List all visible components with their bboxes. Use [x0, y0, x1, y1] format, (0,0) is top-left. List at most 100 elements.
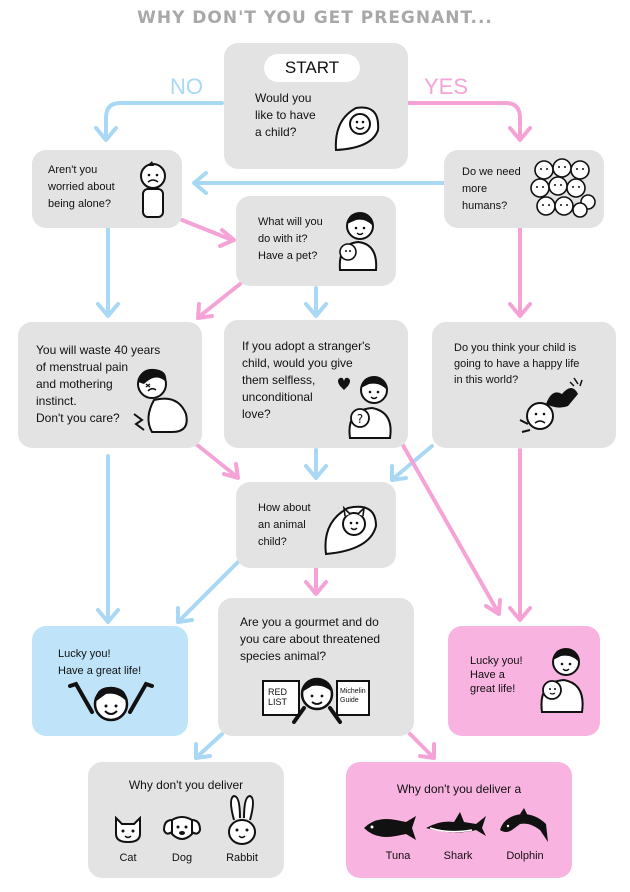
- yes-label: YES: [424, 74, 469, 99]
- happy-life-box: [432, 322, 616, 448]
- tuna-label: Tuna: [385, 850, 411, 862]
- arrowhead-pet-adopt: [304, 302, 328, 318]
- animal-child-question: How about an animal child?: [258, 500, 311, 551]
- mother-with-adopted-child-icon: ?: [338, 376, 392, 439]
- svg-text:?: ?: [357, 412, 363, 426]
- shark-icon: [426, 812, 486, 836]
- lonely-person-icon: [140, 161, 166, 218]
- start-question: Would you like to have a child?: [255, 90, 316, 141]
- rabbit-label: Rabbit: [226, 852, 258, 864]
- woman-in-pain-icon: [133, 368, 188, 433]
- arrow-alone-pet: [180, 218, 234, 242]
- happy-line: going to have a happy life: [454, 358, 580, 370]
- start-line: a child?: [255, 125, 297, 139]
- red-list-sign-line: LIST: [268, 697, 288, 707]
- humans-line: humans?: [462, 200, 508, 212]
- adopt-line: them selfless,: [242, 373, 316, 387]
- arrowhead-adopt-animal: [304, 464, 328, 480]
- pet-line: Have a pet?: [258, 250, 318, 262]
- pet-question: What will you do with it? Have a pet?: [258, 214, 323, 265]
- arrowhead-animal-lucky-left: [176, 606, 194, 624]
- waste-line: Don't you care?: [36, 411, 120, 425]
- animal-line: child?: [258, 536, 287, 548]
- lucky-right-line: Have a: [470, 669, 505, 681]
- crowd-of-faces-icon: [530, 158, 596, 218]
- humans-question: Do we need more humans?: [462, 164, 521, 215]
- deliver-seafood-heading: Why don't you deliver a: [396, 782, 522, 796]
- gourmet-line: you care about threatened: [240, 632, 381, 646]
- arrowhead-start-no: [94, 126, 118, 142]
- lucky-right-line: Lucky you!: [470, 655, 523, 667]
- arrowhead-gourmet-deliver-right: [418, 742, 436, 760]
- adopt-question: If you adopt a stranger's child, would y…: [242, 338, 370, 423]
- dolphin-icon: [500, 808, 548, 842]
- lucky-right-message: Lucky you! Have a great life!: [470, 654, 523, 696]
- happy-line: Do you think your child is: [454, 342, 577, 354]
- start-badge: START: [264, 54, 360, 82]
- lucky-left-line: Have a great life!: [58, 665, 142, 677]
- adopt-line: unconditional: [242, 390, 313, 404]
- red-list-sign-line: RED: [268, 687, 288, 697]
- animal-line: How about: [258, 502, 311, 514]
- shark-label: Shark: [443, 850, 473, 862]
- adopt-line: love?: [242, 407, 271, 421]
- lucky-right-box: [448, 626, 600, 736]
- arrow-waste-animal: [194, 442, 238, 478]
- arrowhead-alone-waste: [96, 302, 120, 318]
- arrowhead-adopt-lucky-right: [484, 598, 502, 616]
- arrowhead-gourmet-deliver-left: [194, 742, 212, 760]
- cat-icon: [115, 815, 141, 844]
- humans-line: Do we need: [462, 166, 521, 178]
- cat-label: Cat: [119, 852, 137, 864]
- arrow-start-no: [104, 101, 224, 140]
- tuna-icon: [364, 816, 416, 840]
- happy-line: in this world?: [454, 374, 519, 386]
- arrow-animal-lucky-left: [178, 560, 240, 622]
- happy-life-question: Do you think your child is going to have…: [454, 340, 579, 388]
- deliver-pets-heading: Why don't you deliver: [128, 778, 244, 792]
- waste-question: You will waste 40 years of menstrual pai…: [36, 342, 160, 427]
- arrowhead-humans-happy: [508, 302, 532, 318]
- arrowhead-animal-gourmet: [304, 580, 328, 596]
- no-label: NO: [170, 74, 203, 99]
- animal-line: an animal: [258, 519, 306, 531]
- alone-line: Aren't you: [48, 164, 98, 176]
- michelin-sign-line: Michelin: [340, 688, 366, 695]
- alone-question: Aren't you worried about being alone?: [48, 162, 115, 213]
- arrowhead-pet-waste: [196, 302, 214, 320]
- lucky-left-line: Lucky you!: [58, 648, 111, 660]
- red-list-sign: RED LIST: [262, 680, 300, 716]
- rabbit-icon: [228, 794, 256, 845]
- gourmet-person-icon: [292, 677, 342, 724]
- arrowhead-start-yes: [508, 126, 532, 142]
- sad-child-icon: [519, 377, 583, 433]
- arrowhead-alone-pet: [218, 228, 236, 248]
- pet-line: do with it?: [258, 233, 308, 245]
- lucky-left-message: Lucky you! Have a great life!: [58, 646, 141, 680]
- michelin-sign-line: Guide: [340, 697, 359, 704]
- start-line: like to have: [255, 108, 316, 122]
- arrowhead-waste-lucky-left: [96, 608, 120, 624]
- arrowhead-humans-alone: [192, 171, 208, 195]
- page-title: WHY DON'T YOU GET PREGNANT...: [137, 8, 493, 28]
- arrowhead-happy-lucky-right: [508, 606, 532, 622]
- arrow-adopt-lucky-right: [398, 438, 500, 614]
- gourmet-line: Are you a gourmet and do: [240, 615, 379, 629]
- dolphin-label: Dolphin: [506, 850, 544, 862]
- animal-in-blanket-icon: [324, 505, 378, 556]
- alone-line: worried about: [48, 181, 115, 193]
- arrow-pet-waste: [198, 282, 242, 318]
- mother-with-baby-icon: [540, 648, 584, 713]
- gourmet-question: Are you a gourmet and do you care about …: [240, 614, 380, 665]
- person-holding-pet-icon: [338, 212, 378, 271]
- waste-line: instinct.: [36, 394, 77, 408]
- alone-line: being alone?: [48, 198, 112, 210]
- arrow-gourmet-deliver-left: [196, 732, 224, 758]
- waste-line: of menstrual pain: [36, 360, 129, 374]
- waste-line: and mothering: [36, 377, 113, 391]
- start-line: Would you: [255, 91, 312, 105]
- arrow-start-yes: [406, 101, 522, 140]
- waste-line: You will waste 40 years: [36, 343, 161, 357]
- humans-line: more: [462, 183, 488, 195]
